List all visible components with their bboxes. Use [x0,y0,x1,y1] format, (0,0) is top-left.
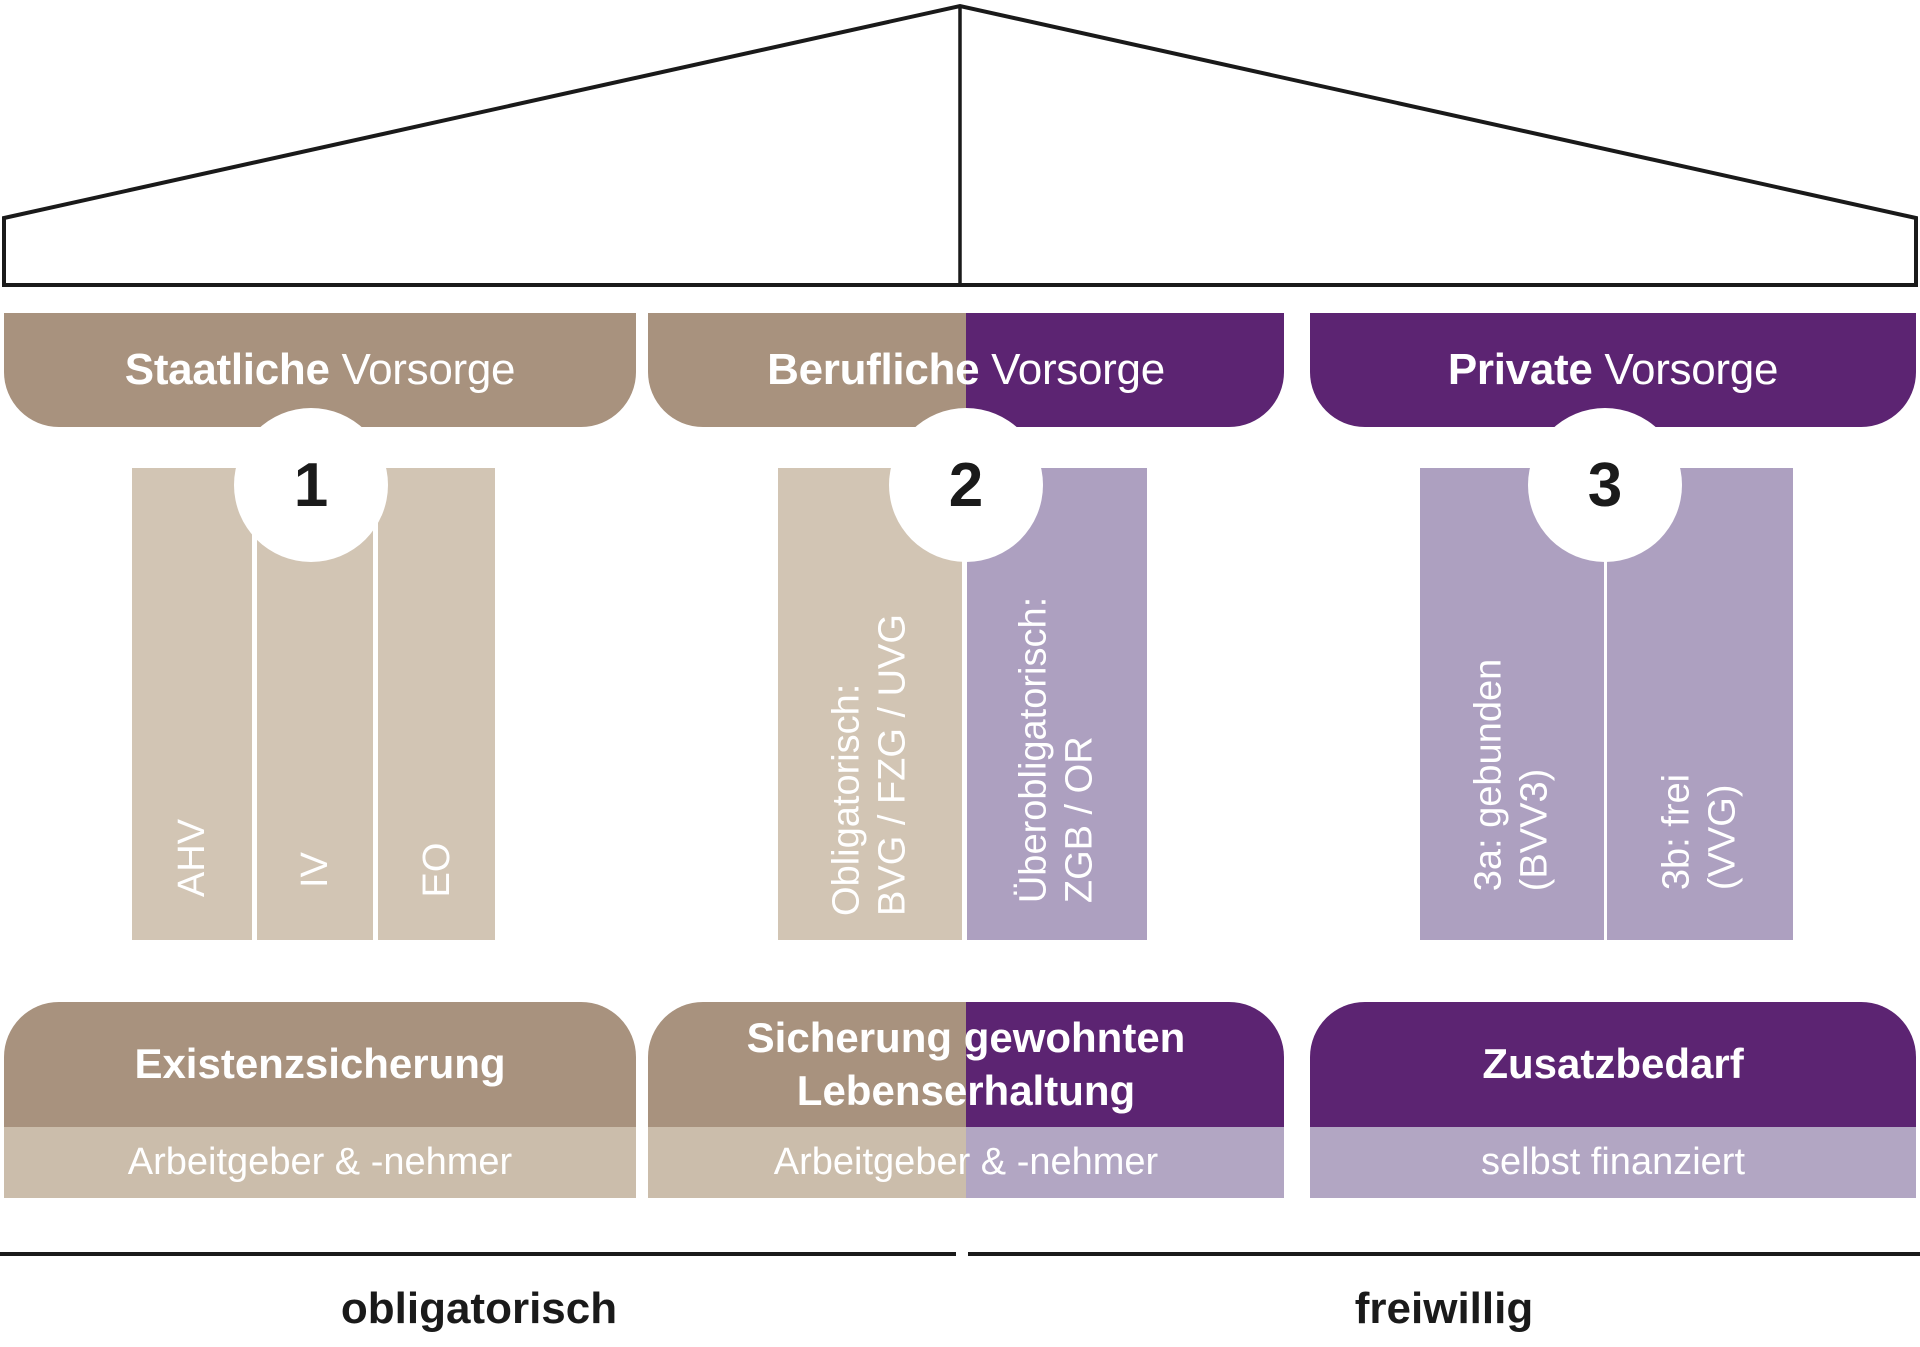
pillar-3-divider [1604,468,1607,940]
pillar-1-column-ahv [132,468,252,940]
pillar-1-header: Staatliche Vorsorge [4,313,636,427]
pillar-3-label-3b: 3b: frei (VVG) [1655,773,1744,891]
pillar-1-financing-block: Arbeitgeber & -nehmer [4,1127,636,1198]
pillar-2-number-badge: 2 [889,408,1043,562]
pillar-2-header-rest: Vorsorge [991,345,1165,394]
pillar-3-financing-block: selbst finanziert [1310,1127,1916,1198]
pillar-2-label-obligatorisch: Obligatorisch: BVG / FZG / UVG [825,614,914,916]
pillar-3-label-3a: 3a: gebunden (BVV3) [1467,658,1556,892]
pillar-2-label-ueberobligatorisch: Überobligatorisch: ZGB / OR [1012,596,1101,904]
pillar-1-column-eo [378,468,495,940]
pillar-2-header-bold: Berufliche [767,345,980,394]
pillar-1-purpose-block: Existenzsicherung [4,1002,636,1127]
pillar-3-purpose-block: Zusatzbedarf [1310,1002,1916,1127]
pillar-1-label-eo: EO [415,842,458,898]
freiwillig-label: freiwillig [1354,1284,1534,1333]
obligatorisch-label: obligatorisch [340,1284,618,1333]
pillar-3-header-bold: Private [1447,345,1593,394]
pillar-3-header-rest: Vorsorge [1604,345,1779,394]
pillar-3-number-badge: 3 [1528,408,1682,562]
pillar-2-purpose-block: Sicherung gewohnten Lebenserhaltung [648,1002,1284,1127]
pillar-1-header-bold: Staatliche [124,345,330,394]
pillar-1-number-badge: 1 [234,408,388,562]
pillar-1-header-rest: Vorsorge [341,345,516,394]
pillar-2-financing-block: Arbeitgeber & -nehmer [648,1127,1284,1198]
freiwillig-rule [968,1252,1920,1256]
roof [2,3,1918,287]
obligatorisch-rule [0,1252,956,1256]
pillar-1-label-iv: IV [293,852,336,888]
pillar-1-label-ahv: AHV [170,818,213,898]
